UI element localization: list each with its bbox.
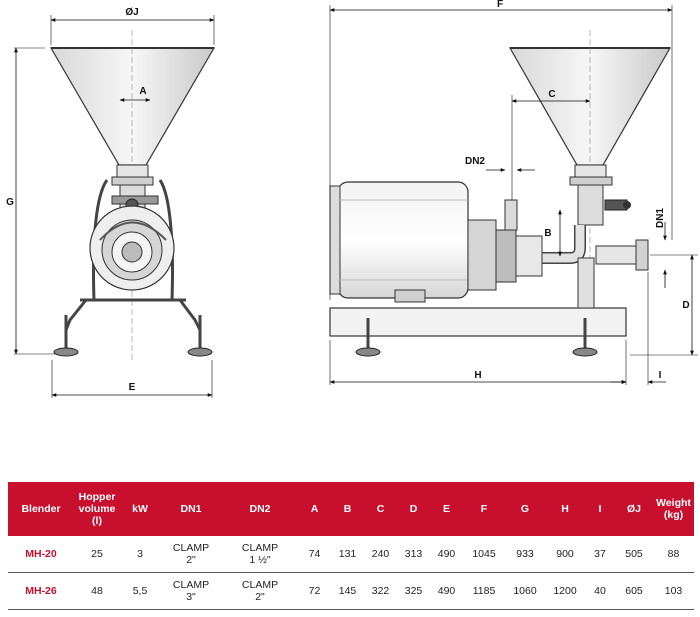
header-b: B [331, 482, 364, 536]
header-a: A [298, 482, 331, 536]
cell-dn1-line1: CLAMP [172, 579, 210, 591]
cell-hopper: 48 [74, 572, 120, 610]
cell-i: 40 [585, 572, 615, 610]
cell-model: MH-20 [8, 536, 74, 573]
header-c: C [364, 482, 397, 536]
cell-h: 900 [545, 536, 585, 573]
header-weight-line2: (kg) [663, 509, 684, 521]
header-weight: Weight (kg) [653, 482, 694, 536]
header-hopper-line3: (l) [92, 515, 102, 527]
motor [337, 181, 469, 299]
cell-dn2-line2: 2" [255, 591, 265, 603]
cell-h: 1200 [545, 572, 585, 610]
header-h: H [545, 482, 585, 536]
label-h: H [474, 370, 481, 381]
label-dn1: DN1 [655, 208, 666, 228]
cell-dn2-line2: 1 ½" [249, 554, 271, 566]
cell-d: 313 [397, 536, 430, 573]
label-a: A [139, 86, 146, 97]
cell-dn1-line1: CLAMP [172, 542, 210, 554]
header-d: D [397, 482, 430, 536]
header-e: E [430, 482, 463, 536]
front-view: ØJ A G E [6, 7, 216, 398]
label-c: C [548, 89, 555, 100]
cell-g: 933 [505, 536, 545, 573]
cell-a: 72 [298, 572, 331, 610]
front-hopper [49, 47, 216, 166]
header-hopper-line1: Hopper [78, 491, 116, 503]
cell-e: 490 [430, 572, 463, 610]
cell-kw: 3 [120, 536, 160, 573]
header-i: I [585, 482, 615, 536]
header-g: G [505, 482, 545, 536]
cell-f: 1045 [463, 536, 505, 573]
spec-table: Blender Hopper volume (l) kW DN1 DN2 A B… [8, 482, 694, 610]
cell-dn2-line1: CLAMP [241, 542, 279, 554]
cell-dn1-line2: 2" [186, 554, 196, 566]
header-f: F [463, 482, 505, 536]
header-hopper: Hopper volume (l) [74, 482, 120, 536]
label-j: ØJ [125, 7, 138, 18]
cell-f: 1185 [463, 572, 505, 610]
header-dn2: DN2 [222, 482, 298, 536]
cell-i: 37 [585, 536, 615, 573]
header-kw: kW [120, 482, 160, 536]
side-view: F C DN2 B DN1 D H I [329, 0, 698, 385]
cell-b: 131 [331, 536, 364, 573]
cell-model: MH-26 [8, 572, 74, 610]
header-weight-line1: Weight [656, 497, 691, 509]
cell-c: 322 [364, 572, 397, 610]
cell-weight: 103 [653, 572, 694, 610]
cell-a: 74 [298, 536, 331, 573]
cell-b: 145 [331, 572, 364, 610]
header-j: ØJ [615, 482, 653, 536]
cell-dn1-line2: 3" [186, 591, 196, 603]
cell-weight: 88 [653, 536, 694, 573]
cell-g: 1060 [505, 572, 545, 610]
cell-d: 325 [397, 572, 430, 610]
label-g: G [6, 197, 14, 208]
header-dn1: DN1 [160, 482, 222, 536]
header-blender: Blender [8, 482, 74, 536]
cell-hopper: 25 [74, 536, 120, 573]
spec-header-row: Blender Hopper volume (l) kW DN1 DN2 A B… [8, 482, 694, 536]
label-i: I [659, 370, 662, 381]
side-base [329, 307, 627, 337]
cell-j: 605 [615, 572, 653, 610]
cell-e: 490 [430, 536, 463, 573]
cell-c: 240 [364, 536, 397, 573]
cell-kw: 5,5 [120, 572, 160, 610]
label-dn2: DN2 [465, 156, 485, 167]
label-e: E [129, 382, 136, 393]
cell-dn2-line1: CLAMP [241, 579, 279, 591]
label-f: F [497, 0, 503, 10]
label-d: D [682, 300, 689, 311]
cell-j: 505 [615, 536, 653, 573]
technical-drawing: ØJ A G E [6, 0, 698, 398]
header-hopper-line2: volume [78, 503, 116, 515]
label-b: B [544, 228, 551, 239]
